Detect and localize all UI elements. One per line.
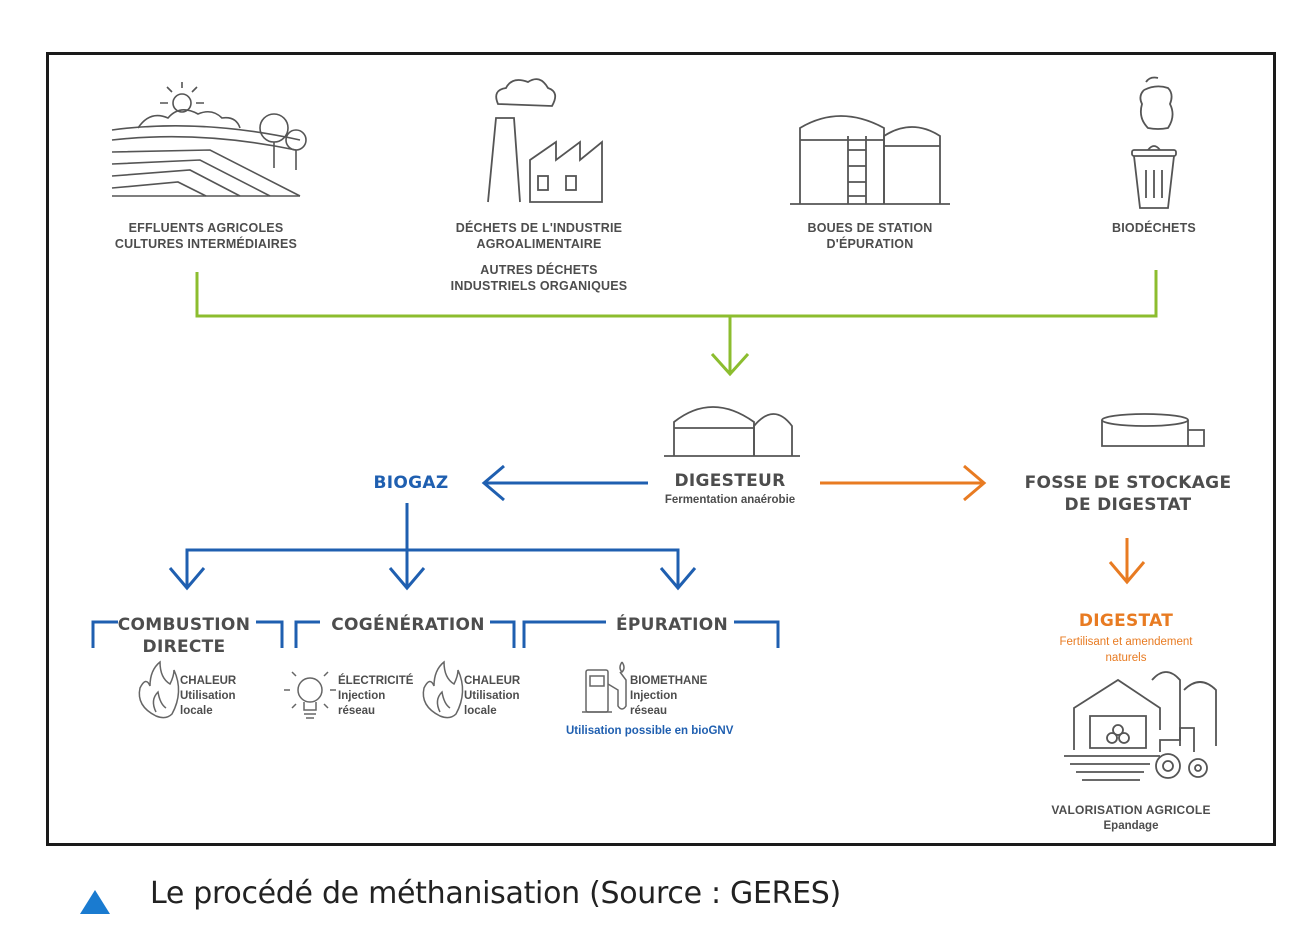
digesteur-title: DIGESTEUR [674, 471, 786, 491]
diagram-frame [46, 52, 1276, 846]
digesteur-subtitle: Fermentation anaérobie [664, 494, 796, 506]
orange-flow [820, 464, 1146, 585]
fuel-pump-icon [582, 661, 627, 713]
farm-icon [1064, 671, 1217, 781]
label-biodechets: BIODÉCHETS [1112, 221, 1196, 235]
factory-icon [487, 78, 603, 203]
trash-bin-icon [1131, 76, 1177, 209]
green-collector-line [195, 270, 1158, 318]
tractor-icon [1155, 727, 1208, 779]
lightbulb-icon [284, 671, 336, 719]
flame-icon [422, 660, 464, 719]
valorisation-title: VALORISATION AGRICOLE [1051, 803, 1211, 817]
biognv-label: Utilisation possible en bioGNV [566, 725, 734, 737]
treatment-plant-icon [790, 115, 950, 205]
field-icon [111, 82, 307, 197]
caption-triangle-icon [80, 890, 110, 914]
epuration-title: ÉPURATION [615, 615, 729, 635]
green-flow [195, 270, 1158, 377]
figure-caption: Le procédé de méthanisation (Source : GE… [150, 876, 841, 911]
digester-icon [664, 406, 800, 457]
cogeneration-title: COGÉNÉRATION [331, 615, 485, 635]
digestat-title: DIGESTAT [1078, 611, 1174, 631]
blue-flow [91, 464, 780, 648]
flame-icon [138, 660, 180, 719]
biogaz-label: BIOGAZ [373, 473, 449, 493]
green-arrow-head [710, 352, 750, 377]
valorisation-subtitle: Epandage [1103, 820, 1159, 832]
storage-tank-icon [1101, 413, 1205, 447]
